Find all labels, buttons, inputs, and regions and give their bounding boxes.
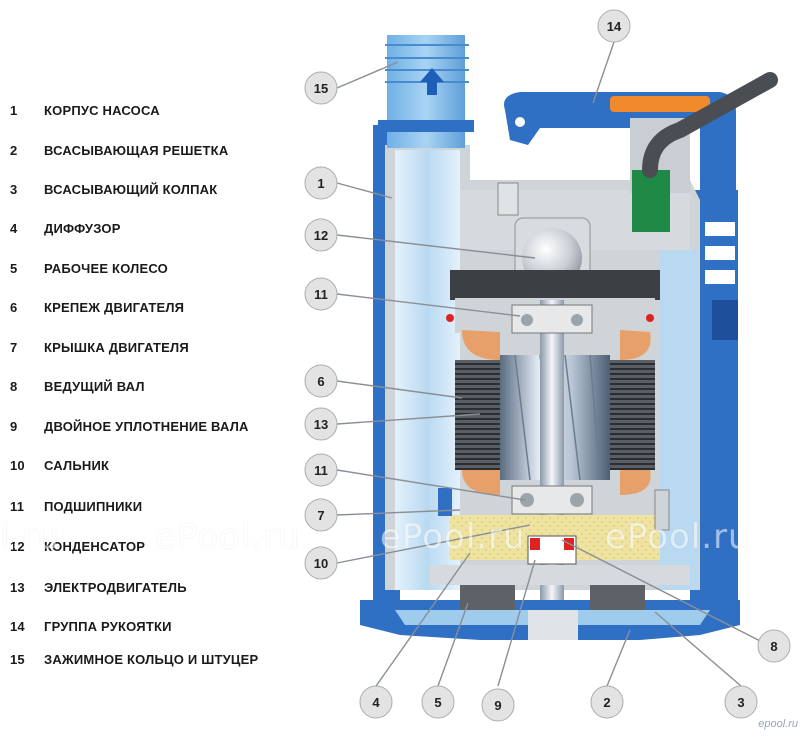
power-cable xyxy=(642,72,778,178)
callout-number: 7 xyxy=(317,508,324,523)
legend-number: 2 xyxy=(10,142,18,158)
callout-number: 8 xyxy=(770,639,777,654)
callout-number: 11 xyxy=(314,287,328,302)
site-logo: epool.ru xyxy=(758,718,798,730)
legend-row: 2 ВСАСЫВАЮЩАЯ РЕШЕТКА xyxy=(10,140,228,160)
legend-label: ВСАСЫВАЮЩАЯ РЕШЕТКА xyxy=(44,142,229,158)
watermark: ePool.ru xyxy=(380,517,526,557)
lower-bearing xyxy=(511,485,593,515)
legend-row: 4 ДИФФУЗОР xyxy=(10,218,121,238)
callout-14: 14 xyxy=(597,9,631,43)
callout-11-upper: 11 xyxy=(304,277,338,311)
leader-lines xyxy=(336,41,771,687)
legend-row: 15 ЗАЖИМНОЕ КОЛЬЦО И ШТУЦЕР xyxy=(10,649,258,669)
legend-label: РАБОЧЕЕ КОЛЕСО xyxy=(44,260,168,276)
callout-5: 5 xyxy=(421,685,455,719)
motor-top-cover xyxy=(446,270,660,333)
legend-row: 12 КОНДЕНСАТОР xyxy=(10,536,145,556)
callout-1: 1 xyxy=(304,166,338,200)
outlet-spigot xyxy=(378,35,474,148)
legend-number: 14 xyxy=(10,618,25,634)
callout-10: 10 xyxy=(304,546,338,580)
callout-8: 8 xyxy=(757,629,791,663)
legend: 1 КОРПУС НАСОСА 2 ВСАСЫВАЮЩАЯ РЕШЕТКА 3 ВСА… xyxy=(0,0,300,736)
legend-label: ЭЛЕКТРОДВИГАТЕЛЬ xyxy=(44,579,187,595)
legend-row: 10 САЛЬНИК xyxy=(10,455,109,475)
legend-row: 13 ЭЛЕКТРОДВИГАТЕЛЬ xyxy=(10,577,187,597)
legend-label: КОНДЕНСАТОР xyxy=(44,538,146,554)
legend-number: 6 xyxy=(10,299,18,315)
callout-13: 13 xyxy=(304,407,338,441)
legend-row: 1 КОРПУС НАСОСА xyxy=(10,100,160,120)
legend-label: КРЕПЕЖ ДВИГАТЕЛЯ xyxy=(44,299,185,315)
diffuser xyxy=(430,565,690,585)
legend-row: 8 ВЕДУЩИЙ ВАЛ xyxy=(10,376,145,396)
legend-number: 9 xyxy=(10,418,18,434)
legend-label: ВСАСЫВАЮЩИЙ КОЛПАК xyxy=(44,181,218,197)
legend-label: ВЕДУЩИЙ ВАЛ xyxy=(44,378,145,394)
callout-7: 7 xyxy=(304,498,338,532)
legend-row: 3 ВСАСЫВАЮЩИЙ КОЛПАК xyxy=(10,179,217,199)
watermark: ePool.ru xyxy=(155,517,301,557)
legend-row: 6 КРЕПЕЖ ДВИГАТЕЛЯ xyxy=(10,297,184,317)
shaft-seal xyxy=(527,535,577,565)
intake-strainer xyxy=(395,610,710,640)
legend-number: 7 xyxy=(10,339,18,355)
callout-3: 3 xyxy=(724,685,758,719)
callout-number: 2 xyxy=(603,695,610,710)
callout-number: 14 xyxy=(607,19,622,34)
callout-number: 13 xyxy=(314,417,328,432)
legend-row: 5 РАБОЧЕЕ КОЛЕСО xyxy=(10,258,168,278)
legend-number: 12 xyxy=(10,538,25,554)
callout-number: 12 xyxy=(314,228,328,243)
callout-11-lower: 11 xyxy=(304,453,338,487)
legend-label: ПОДШИПНИКИ xyxy=(44,498,143,514)
callout-15: 15 xyxy=(304,71,338,105)
legend-label: САЛЬНИК xyxy=(44,457,110,473)
callout-number: 5 xyxy=(434,695,441,710)
callout-number: 15 xyxy=(314,81,328,96)
callout-number: 9 xyxy=(494,698,501,713)
flow-arrow-icon xyxy=(420,68,444,95)
legend-label: КОРПУС НАСОСА xyxy=(44,102,160,118)
watermark: ePool.ru xyxy=(605,517,751,557)
callout-12: 12 xyxy=(304,218,338,252)
callout-number: 3 xyxy=(737,695,744,710)
callout-number: 11 xyxy=(314,463,328,478)
callout-number: 4 xyxy=(372,695,380,710)
legend-number: 15 xyxy=(10,651,25,667)
callout-number: 6 xyxy=(317,374,324,389)
legend-label: ЗАЖИМНОЕ КОЛЬЦО И ШТУЦЕР xyxy=(44,651,259,667)
callout-4: 4 xyxy=(359,685,393,719)
legend-row: 11 ПОДШИПНИКИ xyxy=(10,496,142,516)
watermark: l.ru xyxy=(0,517,60,557)
legend-label: ГРУППА РУКОЯТКИ xyxy=(44,618,172,634)
callout-number: 10 xyxy=(314,556,328,571)
legend-number: 8 xyxy=(10,378,18,394)
callout-number: 1 xyxy=(317,176,324,191)
legend-row: 7 КРЫШКА ДВИГАТЕЛЯ xyxy=(10,337,189,357)
legend-number: 1 xyxy=(10,102,18,118)
legend-label: ДИФФУЗОР xyxy=(44,220,121,236)
legend-number: 3 xyxy=(10,181,18,197)
legend-label: КРЫШКА ДВИГАТЕЛЯ xyxy=(44,339,189,355)
callout-2: 2 xyxy=(590,685,624,719)
legend-label: ДВОЙНОЕ УПЛОТНЕНИЕ ВАЛА xyxy=(44,418,249,434)
legend-number: 4 xyxy=(10,220,18,236)
legend-number: 11 xyxy=(10,498,25,514)
legend-number: 5 xyxy=(10,260,18,276)
callout-9: 9 xyxy=(481,688,515,722)
callout-6: 6 xyxy=(304,364,338,398)
legend-row: 14 ГРУППА РУКОЯТКИ xyxy=(10,616,172,636)
upper-bearing xyxy=(511,304,593,334)
legend-row: 9 ДВОЙНОЕ УПЛОТНЕНИЕ ВАЛА xyxy=(10,416,249,436)
legend-number: 13 xyxy=(10,579,25,595)
legend-number: 10 xyxy=(10,457,25,473)
